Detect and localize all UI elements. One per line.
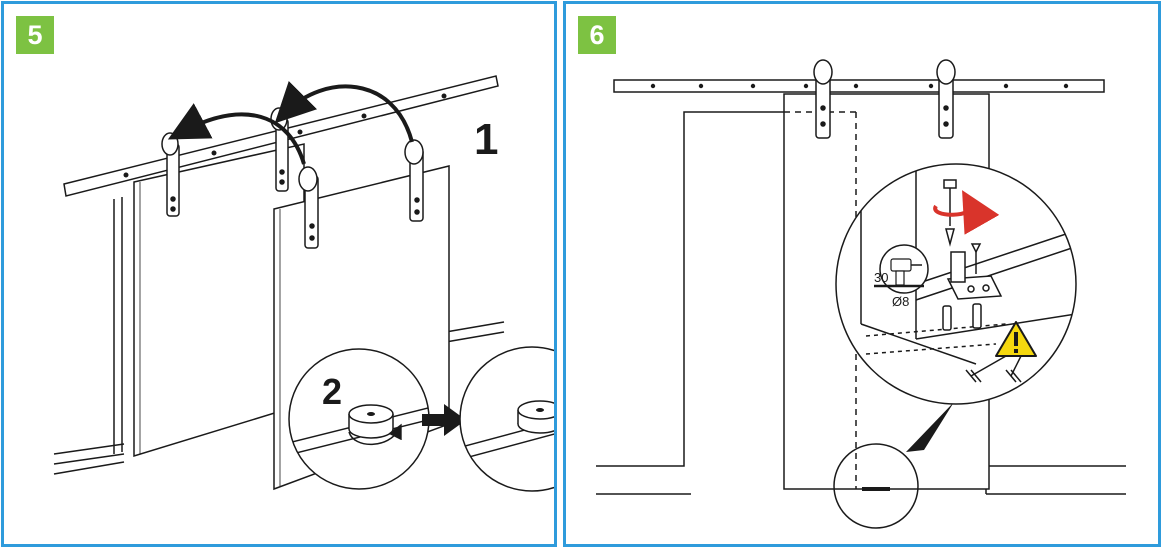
- floor-guide-location-circle: [833, 443, 919, 529]
- step-6-panel: 6: [563, 1, 1161, 547]
- curved-arrow-icon: [167, 80, 414, 165]
- right-arrow-icon: [422, 404, 466, 436]
- step-5-panel: 5: [1, 1, 557, 547]
- callout-pointer: [906, 402, 954, 452]
- floor-bumper-icon: [348, 404, 394, 439]
- floor-guide-bracket-icon: [946, 251, 1003, 300]
- step-number-badge: 5: [16, 16, 54, 54]
- front-door-hanger-right: [404, 139, 424, 222]
- wall-opening: [596, 111, 1126, 495]
- rotate-arrow-icon: [933, 190, 1000, 235]
- slide-step-label: 1: [474, 115, 498, 164]
- wall-plug-icon: [942, 303, 982, 331]
- bumper-step-label: 2: [322, 371, 342, 412]
- drill-diameter-label: Ø8: [892, 294, 909, 309]
- step-6-illustration: 30 Ø8: [596, 59, 1126, 529]
- warning-icon: [995, 321, 1037, 357]
- step-number-badge: 6: [578, 16, 616, 54]
- bumper-result-circle: [459, 346, 554, 492]
- door-hanger-left: [813, 59, 833, 139]
- door-hanger-right: [936, 59, 956, 139]
- screw-icon: [943, 179, 982, 274]
- front-door-hanger-left: [298, 166, 319, 249]
- sliding-rail: [613, 79, 1105, 93]
- drill-depth-label: 30: [874, 270, 888, 285]
- step-5-illustration: 1 2: [53, 75, 554, 492]
- wall-opening: [113, 197, 123, 454]
- bumper-detail-circle: 2: [288, 348, 430, 490]
- floor-guide-detail-circle: 30 Ø8: [835, 163, 1077, 405]
- rotate-arrow-icon: [348, 423, 402, 446]
